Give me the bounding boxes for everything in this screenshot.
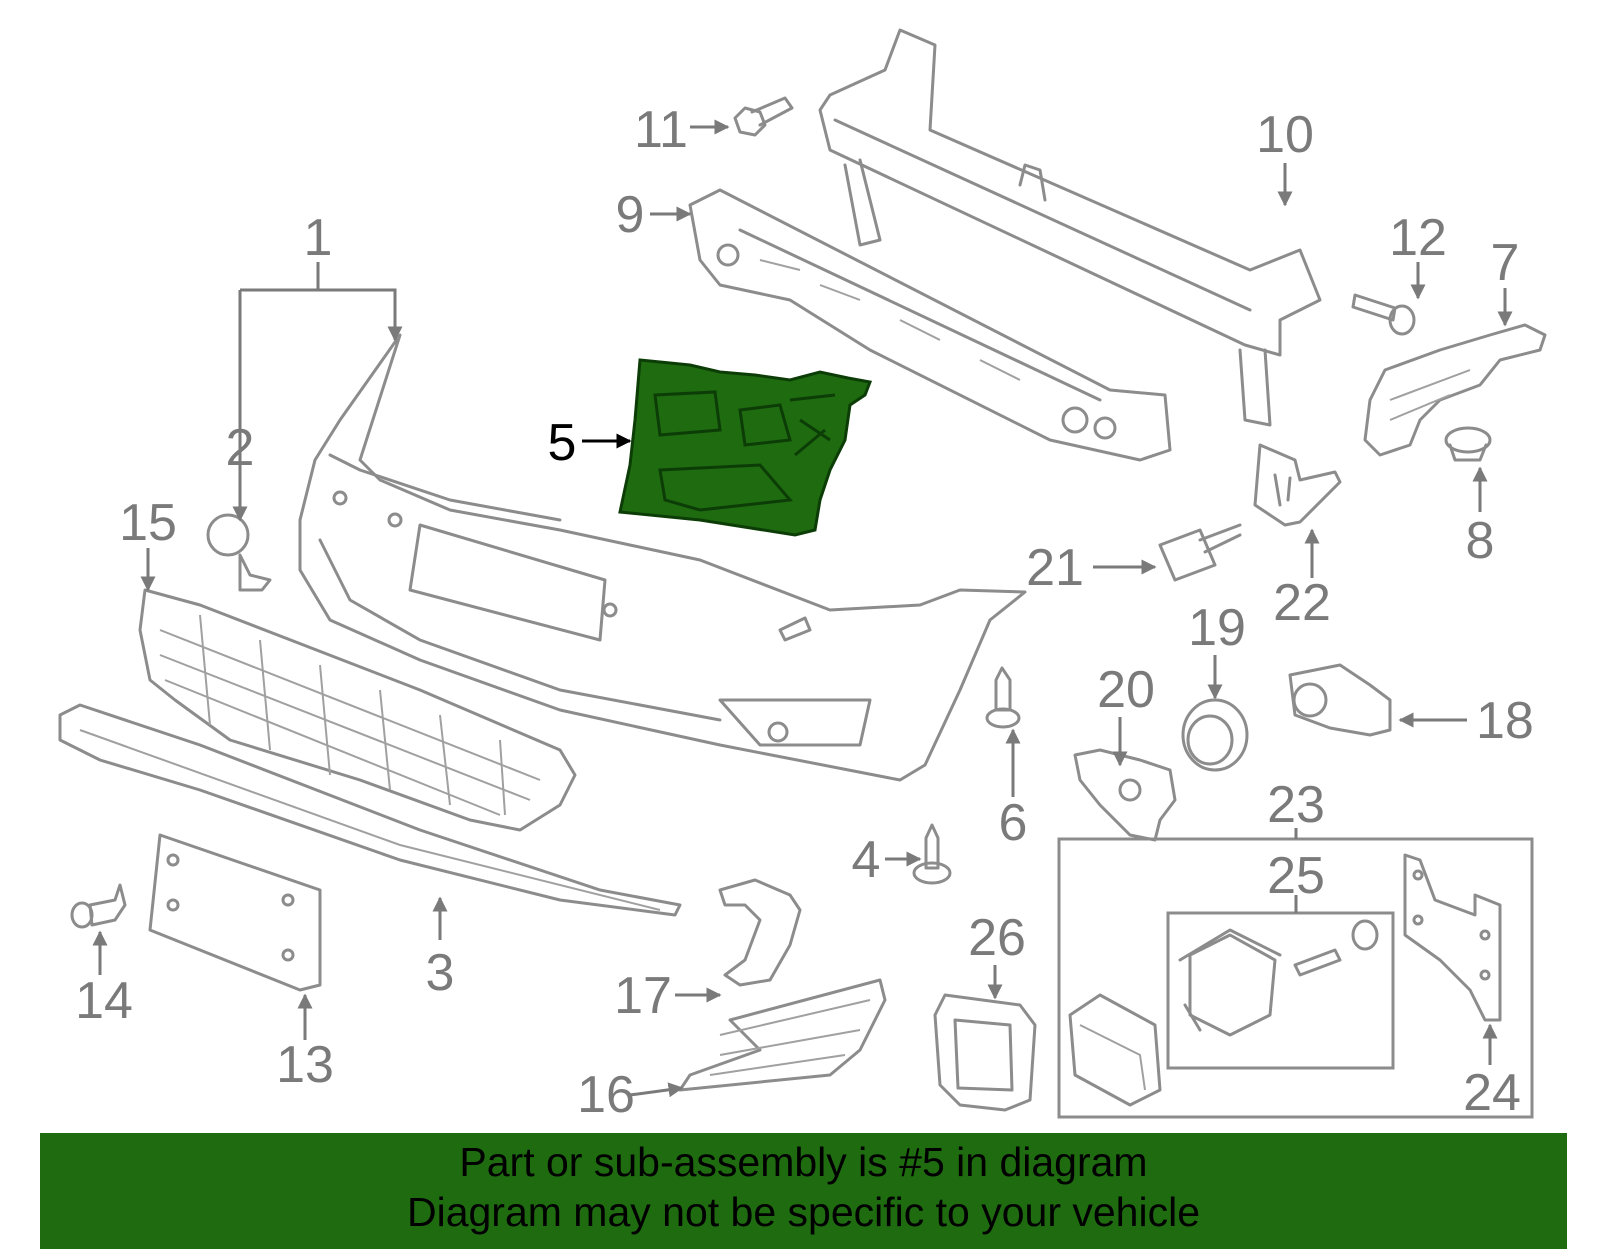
part-13-license-bracket: [148, 833, 322, 992]
callout-16: 16: [577, 1066, 635, 1124]
callout-2: 2: [226, 419, 255, 477]
part-4-screw: [912, 823, 952, 885]
part-19-sensor-ring: [1181, 698, 1249, 772]
callout-10: 10: [1256, 106, 1314, 164]
callout-7: 7: [1491, 234, 1520, 292]
part-7-bracket: [1363, 323, 1547, 457]
callout-24: 24: [1463, 1064, 1521, 1122]
callout-23: 23: [1267, 776, 1325, 834]
part-2-tow-hook-cap: [206, 513, 272, 592]
callout-12: 12: [1389, 209, 1447, 267]
part-9-energy-absorber: [688, 188, 1172, 462]
callout-9: 9: [616, 186, 645, 244]
part-12-bolt: [1351, 293, 1416, 336]
part-5-bracket-highlighted: [618, 358, 873, 537]
part-26-camera-housing: [933, 993, 1037, 1112]
callout-8: 8: [1466, 512, 1495, 570]
info-banner: Part or sub-assembly is #5 in diagram Di…: [40, 1133, 1567, 1249]
callout-25: 25: [1267, 847, 1325, 905]
part-18-parking-sensor: [1288, 663, 1392, 737]
part-22-bracket: [1253, 443, 1342, 527]
banner-line-disclaimer: Diagram may not be specific to your vehi…: [406, 1189, 1200, 1235]
callout-19: 19: [1188, 599, 1246, 657]
part-20-bracket: [1073, 748, 1177, 842]
part-25-control-module: [1178, 919, 1379, 1037]
callout-22: 22: [1273, 574, 1331, 632]
callout-20: 20: [1097, 661, 1155, 719]
part-11-bolt: [733, 96, 794, 137]
part-17-bracket: [718, 878, 802, 987]
part-3-lower-trim: [58, 703, 682, 917]
part-10-reinforcement-bar: [818, 28, 1322, 427]
part-15-grille: [138, 588, 577, 832]
part-24-bracket: [1403, 853, 1502, 1022]
callout-15: 15: [119, 494, 177, 552]
callout-18: 18: [1476, 692, 1534, 750]
callout-4: 4: [852, 831, 881, 889]
part-16-grille-insert: [678, 978, 887, 1092]
module-box: [1068, 993, 1162, 1107]
part-6-screw: [985, 666, 1021, 729]
callout-13: 13: [276, 1036, 334, 1094]
callout-17: 17: [614, 967, 672, 1025]
callout-11: 11: [634, 101, 688, 159]
banner-line-part-number: Part or sub-assembly is #5 in diagram: [459, 1139, 1148, 1185]
callout-1: 1: [304, 209, 333, 267]
part-8-clip-nut: [1444, 426, 1492, 462]
callout-3: 3: [426, 944, 455, 1002]
callout-6: 6: [999, 794, 1028, 852]
part-14-push-clip: [70, 883, 127, 929]
callout-14: 14: [75, 972, 133, 1030]
callout-labels: 1 2 3 4 5 6 7 8 9 10 11 12 13 14 15 16 1…: [75, 101, 1534, 1124]
part-21-sensor: [1158, 523, 1242, 582]
callout-21: 21: [1026, 539, 1084, 597]
callout-26: 26: [968, 909, 1026, 967]
callout-5: 5: [548, 414, 577, 472]
part-1-bumper-cover: [298, 333, 1027, 782]
leader-lines: [92, 119, 1513, 1098]
